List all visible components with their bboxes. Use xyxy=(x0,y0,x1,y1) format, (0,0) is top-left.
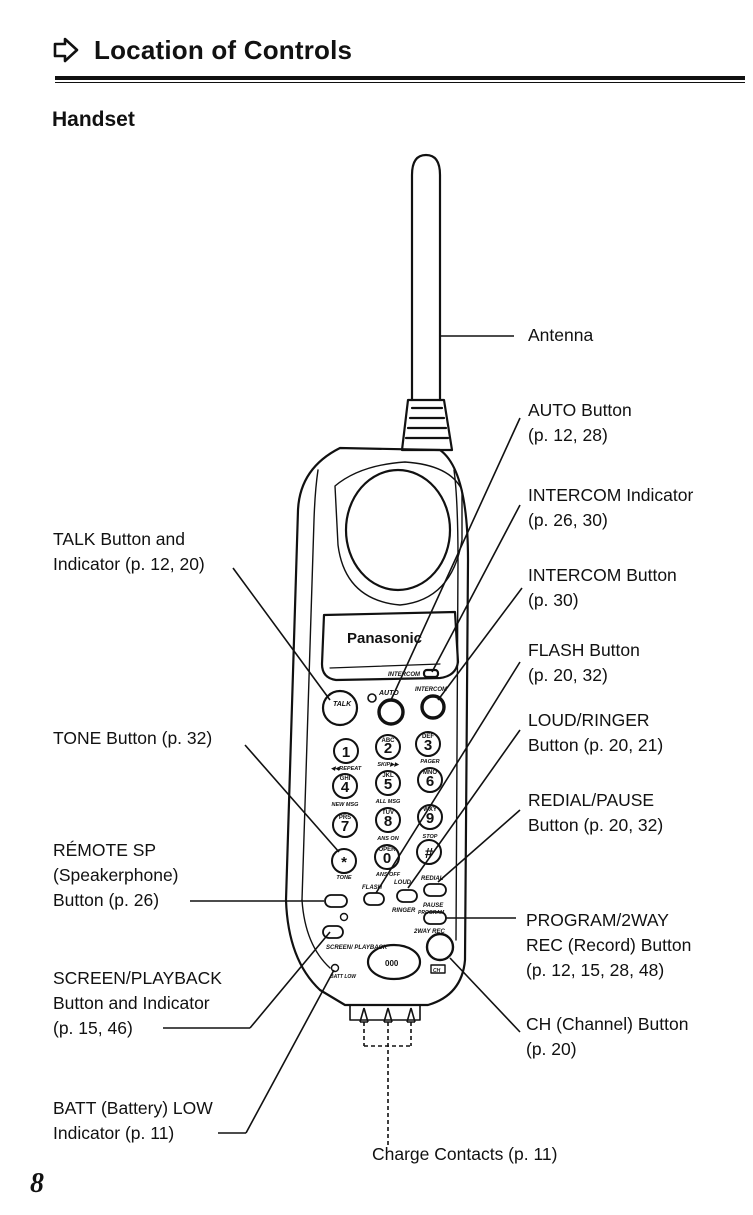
svg-text:7: 7 xyxy=(341,818,349,835)
svg-text:REDIAL: REDIAL xyxy=(421,876,444,882)
svg-text:PROGRAM: PROGRAM xyxy=(418,910,445,916)
svg-text:2: 2 xyxy=(384,740,392,757)
svg-text:INTERCOM: INTERCOM xyxy=(415,687,448,693)
svg-text:TONE: TONE xyxy=(336,875,352,881)
svg-text:STOP: STOP xyxy=(423,834,438,840)
svg-text:WXY: WXY xyxy=(423,807,437,813)
title-rule xyxy=(55,76,745,80)
svg-text:6: 6 xyxy=(426,773,434,790)
leader-loud xyxy=(407,729,521,889)
label-charge-contacts: Charge Contacts (p. 11) xyxy=(372,1144,558,1164)
leader-screen-2 xyxy=(249,931,331,1029)
svg-text:OPER: OPER xyxy=(378,847,396,853)
arrow-right-icon xyxy=(53,37,79,63)
batt-low-led xyxy=(330,963,340,973)
leader-auto xyxy=(390,417,521,701)
svg-text:0: 0 xyxy=(383,850,391,867)
auto-button xyxy=(377,698,405,726)
svg-text:ALL MSG: ALL MSG xyxy=(375,799,401,805)
svg-text:9: 9 xyxy=(426,810,434,827)
section-subtitle: Handset xyxy=(52,108,135,131)
svg-text:3: 3 xyxy=(424,737,432,754)
svg-text:GHI: GHI xyxy=(340,776,351,782)
charge-contact-arrows xyxy=(359,1007,416,1145)
svg-text:PRS: PRS xyxy=(339,815,351,821)
label-flash-button: FLASH Button(p. 20, 32) xyxy=(528,640,640,685)
svg-text:TUV: TUV xyxy=(382,810,394,816)
section-header: Location of Controls xyxy=(52,30,352,70)
svg-text:*: * xyxy=(341,854,347,871)
antenna-base xyxy=(400,398,454,452)
svg-text:◀◀REPEAT: ◀◀REPEAT xyxy=(331,766,362,772)
brand-logo: Panasonic xyxy=(347,630,422,647)
earpiece xyxy=(344,468,452,592)
handset-body xyxy=(284,446,470,1007)
svg-text:AUTO: AUTO xyxy=(378,690,399,697)
leader-redial xyxy=(437,809,521,883)
svg-text:ANS ON: ANS ON xyxy=(376,836,399,842)
label-auto-button: AUTO Button(p. 12, 28) xyxy=(528,400,632,445)
svg-text:CH: CH xyxy=(433,968,441,974)
svg-text:1: 1 xyxy=(342,744,350,761)
redial-pause-button xyxy=(423,883,447,897)
leader-flash xyxy=(375,661,521,894)
leader-tone xyxy=(244,744,340,853)
intercom-button xyxy=(420,694,446,720)
keypad xyxy=(331,731,443,874)
page-title: Location of Controls xyxy=(94,34,353,65)
svg-text:SCREEN/ PLAYBACK: SCREEN/ PLAYBACK xyxy=(326,945,388,951)
leader-talk xyxy=(232,567,331,701)
svg-text:DEF: DEF xyxy=(422,734,434,740)
label-tone-button: TONE Button (p. 32) xyxy=(53,728,213,748)
leader-ch xyxy=(449,957,521,1033)
svg-text:5: 5 xyxy=(384,776,392,793)
svg-text:2WAY REC: 2WAY REC xyxy=(413,929,445,935)
loud-ringer-button xyxy=(396,889,418,903)
svg-text:LOUD: LOUD xyxy=(394,880,412,886)
leader-batt-2 xyxy=(245,969,335,1134)
svg-text:RINGER: RINGER xyxy=(392,908,416,914)
svg-text:#: # xyxy=(425,845,434,862)
svg-text:SKIP▶▶: SKIP▶▶ xyxy=(377,762,399,768)
title-rule-thin xyxy=(55,82,745,83)
label-remote-sp: RÉMOTE SP(Speakerphone)Button (p. 26) xyxy=(53,840,179,910)
page-number: 8 xyxy=(30,1168,44,1199)
svg-text:000: 000 xyxy=(385,959,399,968)
svg-text:FLASH: FLASH xyxy=(362,885,383,891)
display-window xyxy=(320,610,460,682)
talk-button xyxy=(321,689,359,727)
leader-intercom-indicator xyxy=(431,504,521,673)
intercom-indicator-led xyxy=(422,668,440,679)
microphone xyxy=(366,943,422,981)
screen-playback-button xyxy=(322,925,344,939)
flash-button xyxy=(363,892,385,906)
svg-text:PAGER: PAGER xyxy=(420,759,439,765)
label-intercom-button: INTERCOM Button(p. 30) xyxy=(528,565,677,610)
antenna xyxy=(410,153,442,402)
svg-text:TALK: TALK xyxy=(333,701,352,708)
svg-text:INTERCOM: INTERCOM xyxy=(388,672,421,678)
svg-text:4: 4 xyxy=(341,779,350,796)
svg-text:MNO: MNO xyxy=(423,770,437,776)
label-intercom-indicator: INTERCOM Indicator(p. 26, 30) xyxy=(528,485,694,530)
svg-text:8: 8 xyxy=(384,813,392,830)
leader-intercom-button xyxy=(437,587,523,701)
svg-text:ABC: ABC xyxy=(382,738,396,744)
remote-sp-button xyxy=(324,894,348,908)
svg-text:BATT LOW: BATT LOW xyxy=(330,974,357,980)
svg-text:NEW MSG: NEW MSG xyxy=(332,802,360,808)
earpiece-housing xyxy=(334,461,463,606)
label-antenna: Antenna xyxy=(528,325,594,345)
label-ch-button: CH (Channel) Button(p. 20) xyxy=(526,1014,689,1059)
svg-text:JKL: JKL xyxy=(382,773,394,779)
svg-text:PAUSE: PAUSE xyxy=(423,903,444,909)
ch-button xyxy=(425,932,455,962)
